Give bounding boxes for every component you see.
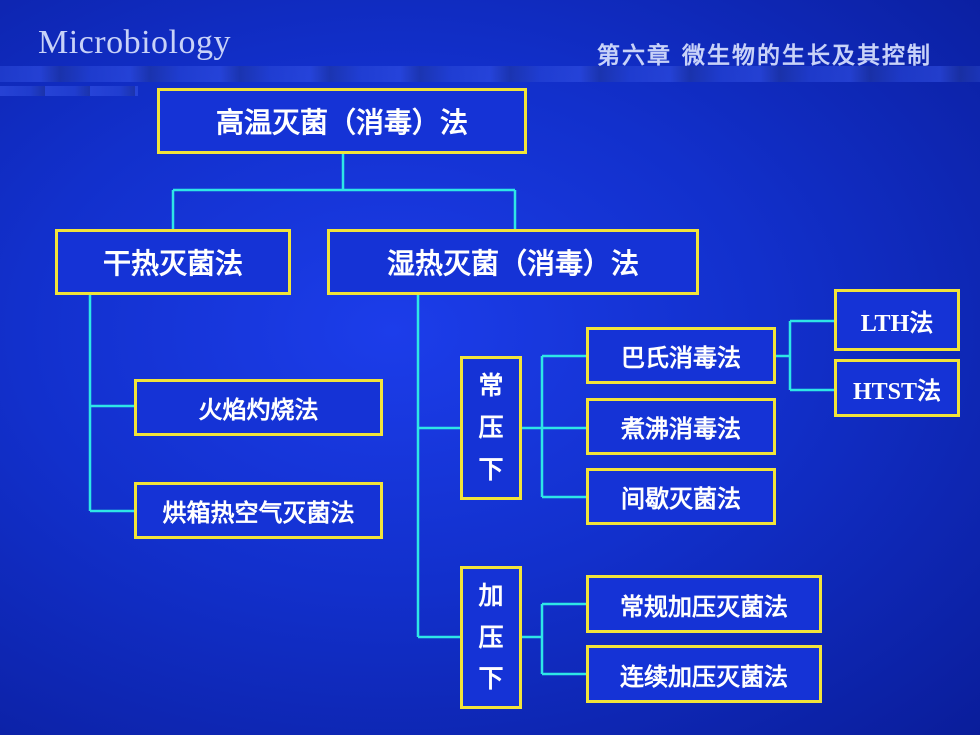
node-root: 高温灭菌（消毒）法 [157, 88, 527, 154]
chapter-title: 第六章 微生物的生长及其控制 [596, 42, 932, 69]
node-flame-burning: 火焰灼烧法 [134, 379, 383, 436]
node-continuous-pressure: 连续加压灭菌法 [586, 645, 822, 703]
node-moist-heat: 湿热灭菌（消毒）法 [327, 229, 699, 295]
node-normal-pressure: 常 压 下 [460, 356, 522, 500]
node-pasteurization: 巴氏消毒法 [586, 327, 776, 384]
node-moist-heat-label: 湿热灭菌（消毒）法 [386, 247, 639, 280]
node-htst: HTST法 [834, 359, 960, 417]
pressurized-char-3: 下 [478, 664, 504, 694]
node-oven-hot-air: 烘箱热空气灭菌法 [134, 482, 383, 539]
node-intermittent: 间歇灭菌法 [586, 468, 776, 525]
normal-pressure-char-1: 常 [478, 371, 504, 401]
node-dry-heat-label: 干热灭菌法 [102, 247, 243, 280]
node-boiling: 煮沸消毒法 [586, 398, 776, 455]
node-pressurized: 加 压 下 [460, 566, 522, 709]
node-regular-pressure: 常规加压灭菌法 [586, 575, 822, 633]
node-lth: LTH法 [834, 289, 960, 351]
pressurized-char-2: 压 [478, 622, 504, 652]
pressurized-char-1: 加 [478, 581, 504, 611]
node-pasteurization-label: 巴氏消毒法 [621, 344, 741, 372]
header-decoration-band-short [0, 86, 138, 96]
node-boiling-label: 煮沸消毒法 [621, 415, 741, 443]
node-htst-label: HTST法 [852, 378, 942, 405]
node-continuous-pressure-label: 连续加压灭菌法 [620, 662, 788, 691]
node-oven-hot-air-label: 烘箱热空气灭菌法 [162, 499, 355, 527]
node-lth-label: LTH法 [860, 310, 934, 337]
header-decoration-band [0, 66, 980, 82]
normal-pressure-char-2: 压 [478, 413, 504, 443]
normal-pressure-char-3: 下 [478, 455, 504, 485]
node-regular-pressure-label: 常规加压灭菌法 [620, 592, 788, 621]
node-root-label: 高温灭菌（消毒）法 [215, 106, 468, 139]
node-dry-heat: 干热灭菌法 [55, 229, 291, 295]
course-title: Microbiology [38, 24, 231, 61]
node-intermittent-label: 间歇灭菌法 [621, 485, 741, 513]
node-flame-burning-label: 火焰灼烧法 [198, 396, 319, 424]
